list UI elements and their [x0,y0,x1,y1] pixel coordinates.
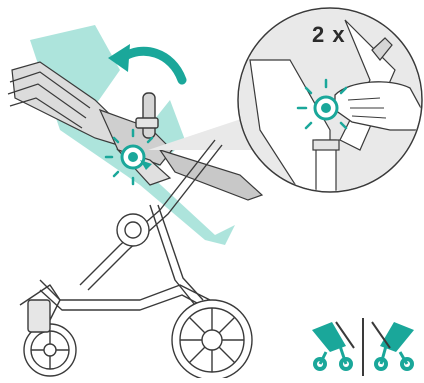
stroller-rear-facing-icon [372,322,414,371]
press-count-label: 2 x [312,22,346,48]
stroller-forward-facing-icon [312,322,354,371]
curved-arrow-icon [108,44,182,80]
rear-wheel [172,300,252,378]
front-wheel [24,300,76,376]
